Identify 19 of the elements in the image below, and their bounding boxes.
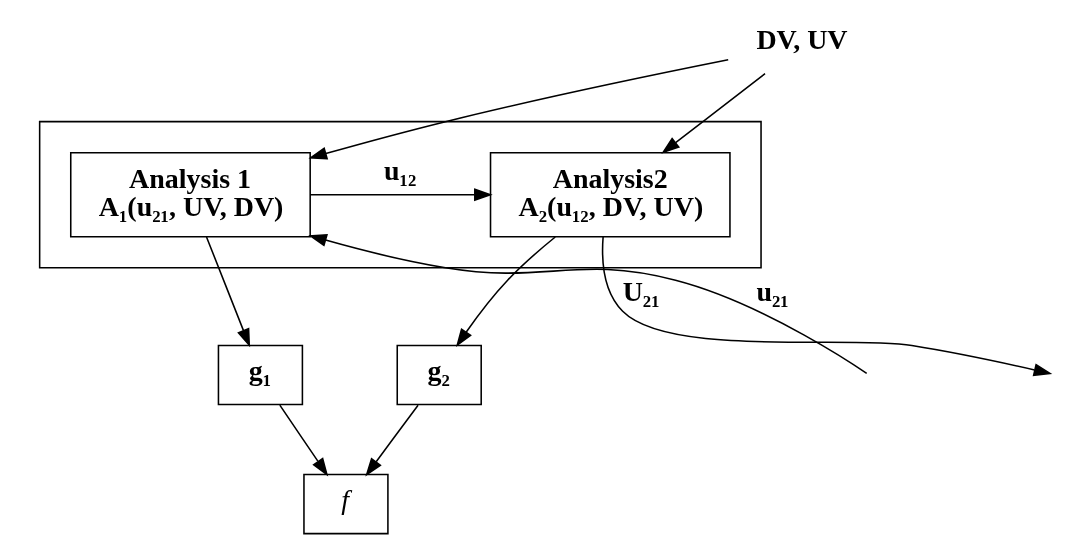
arrow bbox=[308, 58, 729, 160]
arrow bbox=[308, 234, 868, 375]
arrow bbox=[661, 72, 766, 154]
node-box: g₁ bbox=[217, 344, 304, 406]
arrow bbox=[279, 404, 329, 477]
edge-label: U₂₁ bbox=[622, 276, 660, 308]
node-box: Analysis 1 A₁(u₂₁, UV, DV) bbox=[69, 151, 311, 238]
arrow bbox=[455, 236, 557, 348]
arrow bbox=[365, 404, 419, 477]
arrow bbox=[205, 236, 251, 348]
node-box: g₂ bbox=[396, 344, 482, 406]
node-box: f bbox=[303, 473, 389, 535]
arrow bbox=[601, 235, 1053, 377]
edge-label: u₁₂ bbox=[384, 154, 417, 186]
arrow bbox=[309, 188, 493, 202]
node-text: DV, UV bbox=[756, 24, 848, 56]
node-box: Analysis2 A₂(u₁₂, DV, UV) bbox=[489, 151, 731, 238]
edge-label: u₂₁ bbox=[756, 276, 789, 308]
cluster bbox=[38, 120, 762, 269]
